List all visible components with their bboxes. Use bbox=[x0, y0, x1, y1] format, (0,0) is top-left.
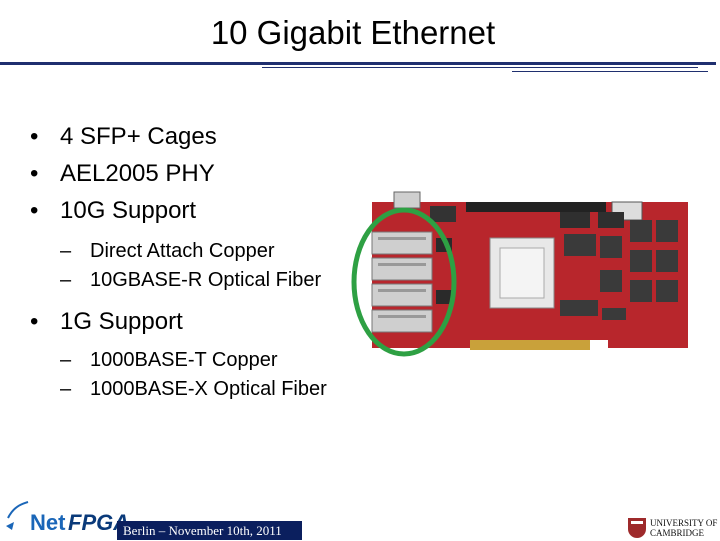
bullet-glyph: • bbox=[30, 160, 39, 187]
dash-glyph: – bbox=[60, 240, 72, 262]
slide-title: 10 Gigabit Ethernet bbox=[210, 14, 496, 51]
bullet-list: • 4 SFP+ Cages • AEL2005 PHY • 10G Suppo… bbox=[30, 118, 360, 404]
sub-bullet-text: Direct Attach Copper bbox=[90, 240, 275, 262]
sub-bullet-text: 1000BASE-T Copper bbox=[90, 349, 278, 371]
sub-bullet-text: 1000BASE-X Optical Fiber bbox=[90, 378, 327, 400]
bullet-text: 4 SFP+ Cages bbox=[60, 123, 217, 150]
bullet-glyph: • bbox=[30, 123, 39, 150]
sub-bullet-text: 10GBASE-R Optical Fiber bbox=[90, 269, 322, 291]
dash-glyph: – bbox=[60, 269, 72, 291]
cambridge-logo: UNIVERSITY OF CAMBRIDGE bbox=[628, 516, 720, 540]
netfpga-logo: Net FPGA bbox=[4, 496, 129, 540]
logo-swoosh-icon bbox=[6, 501, 29, 530]
bullet-text: AEL2005 PHY bbox=[60, 160, 215, 187]
sub-bullet-item: – 1000BASE-X Optical Fiber bbox=[30, 375, 360, 404]
logo-text-net: Net bbox=[30, 510, 66, 535]
cambridge-crest-icon bbox=[628, 518, 646, 538]
bullet-glyph: • bbox=[30, 308, 39, 335]
bullet-item: • AEL2005 PHY bbox=[30, 155, 360, 192]
bullet-text: 1G Support bbox=[60, 308, 183, 335]
title-underline-thin-short bbox=[512, 71, 708, 72]
university-line-1: UNIVERSITY OF bbox=[650, 518, 718, 528]
bullet-item: • 10G Support bbox=[30, 192, 360, 229]
bullet-item: • 1G Support bbox=[30, 303, 360, 340]
title-underline bbox=[0, 62, 716, 65]
sub-bullet-item: – 10GBASE-R Optical Fiber bbox=[30, 266, 360, 295]
title-underline-thin bbox=[262, 67, 698, 68]
bullet-text: 10G Support bbox=[60, 197, 197, 224]
dash-glyph: – bbox=[60, 349, 72, 371]
footer-event-bar: Berlin – November 10th, 2011 bbox=[117, 521, 302, 540]
sfp-highlight-ellipse bbox=[351, 207, 457, 357]
sub-bullet-item: – Direct Attach Copper bbox=[30, 237, 360, 266]
bullet-item: • 4 SFP+ Cages bbox=[30, 118, 360, 155]
netfpga-board-image bbox=[351, 191, 688, 357]
bullet-glyph: • bbox=[30, 197, 39, 224]
dash-glyph: – bbox=[60, 378, 72, 400]
sub-bullet-item: – 1000BASE-T Copper bbox=[30, 346, 360, 375]
university-line-2: CAMBRIDGE bbox=[650, 528, 705, 538]
